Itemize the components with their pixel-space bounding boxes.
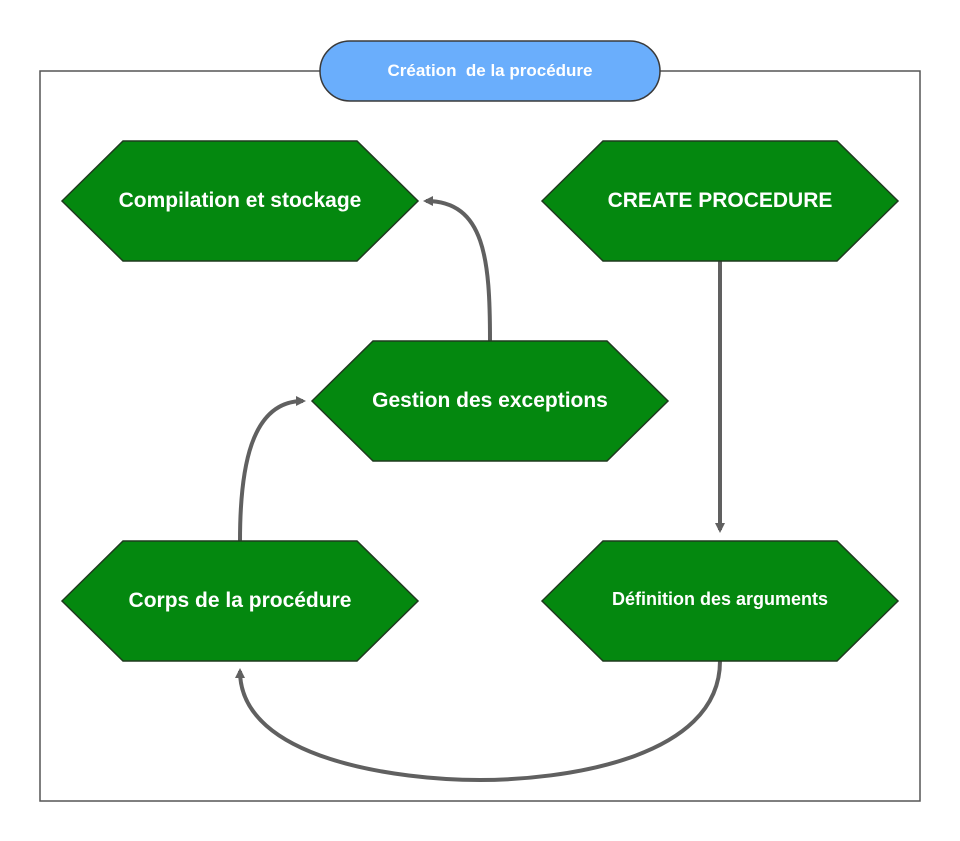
- node-label: Gestion des exceptions: [372, 389, 608, 412]
- hexagon-shape: [60, 540, 420, 662]
- node-label: Compilation et stockage: [119, 189, 362, 212]
- hexagon-shape: [310, 340, 670, 462]
- node-create-procedure: CREATE PROCEDURE: [540, 140, 900, 262]
- container-title: Création de la procédure: [319, 40, 661, 102]
- node-compilation-stockage: Compilation et stockage: [60, 140, 420, 262]
- node-definition-arguments: Définition des arguments: [540, 540, 900, 662]
- hexagon-shape: [540, 140, 900, 262]
- edge-gestion-to-compilation: [423, 196, 492, 342]
- container-title-pill: [319, 40, 661, 102]
- node-corps-procedure: Corps de la procédure: [60, 540, 420, 662]
- node-gestion-exceptions: Gestion des exceptions: [310, 340, 670, 462]
- node-label: Définition des arguments: [612, 589, 828, 609]
- edges: [235, 196, 725, 783]
- edge-definition-to-corps: [235, 660, 722, 783]
- hexagon-shape: [60, 140, 420, 262]
- container-title-label: Création de la procédure: [388, 61, 593, 80]
- edge-corps-to-gestion: [238, 396, 306, 542]
- node-label: CREATE PROCEDURE: [608, 189, 833, 212]
- node-label: Corps de la procédure: [129, 589, 352, 612]
- hexagon-shape: [540, 540, 900, 662]
